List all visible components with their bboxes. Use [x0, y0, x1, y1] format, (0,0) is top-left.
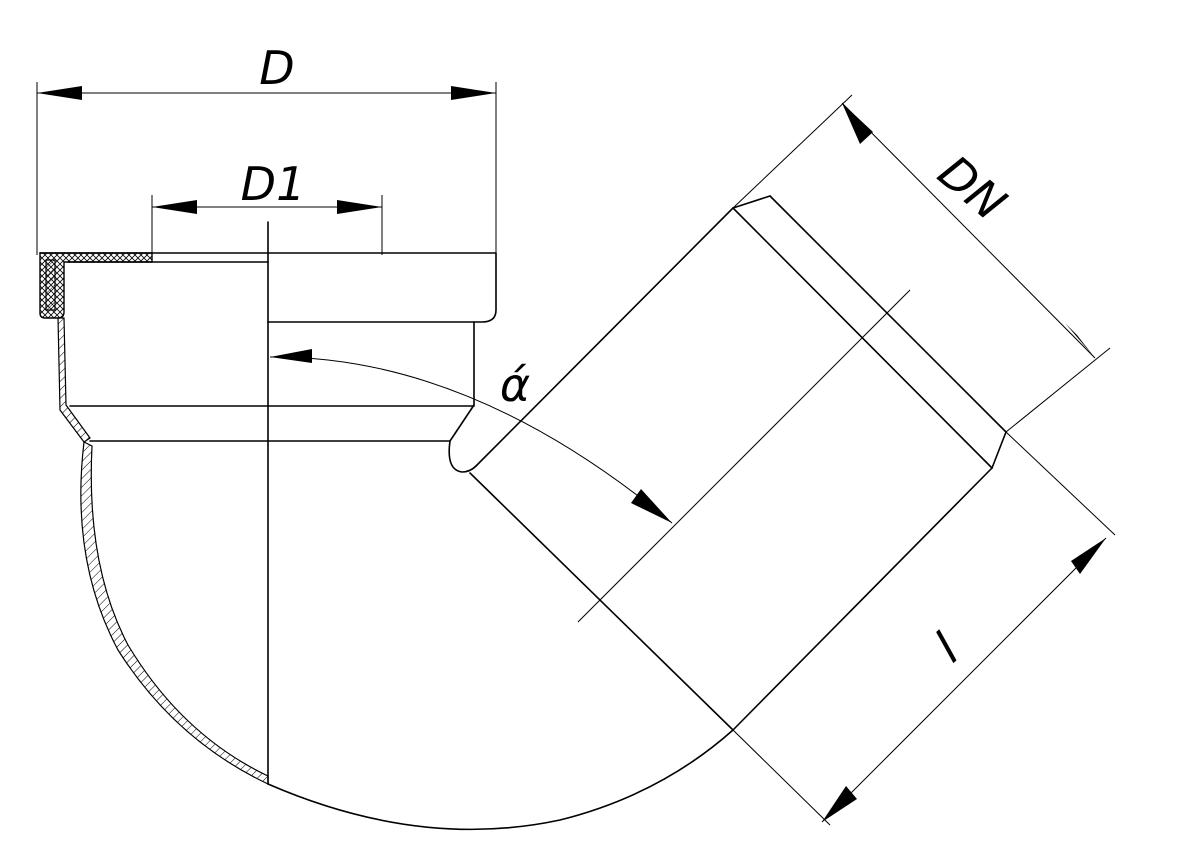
- spigot-axis-line: [577, 289, 911, 623]
- elbow-outer-wall: [80, 441, 734, 831]
- dimension-d: [36, 82, 497, 255]
- angle-label: ά: [500, 358, 530, 412]
- dimension-angle: [269, 349, 673, 524]
- length-label: l: [924, 623, 969, 673]
- dimension-dn: [732, 94, 1111, 433]
- d-label: D: [259, 41, 294, 95]
- d1-label: D1: [241, 157, 306, 211]
- socket-cap-section: [39, 252, 497, 323]
- dn-label: DN: [928, 145, 1016, 231]
- socket-inner-lines: [67, 261, 477, 473]
- socket-body-section: [57, 317, 91, 443]
- spigot-body: [469, 195, 1007, 731]
- dimension-d1: [151, 195, 383, 255]
- dimension-length: [732, 431, 1116, 826]
